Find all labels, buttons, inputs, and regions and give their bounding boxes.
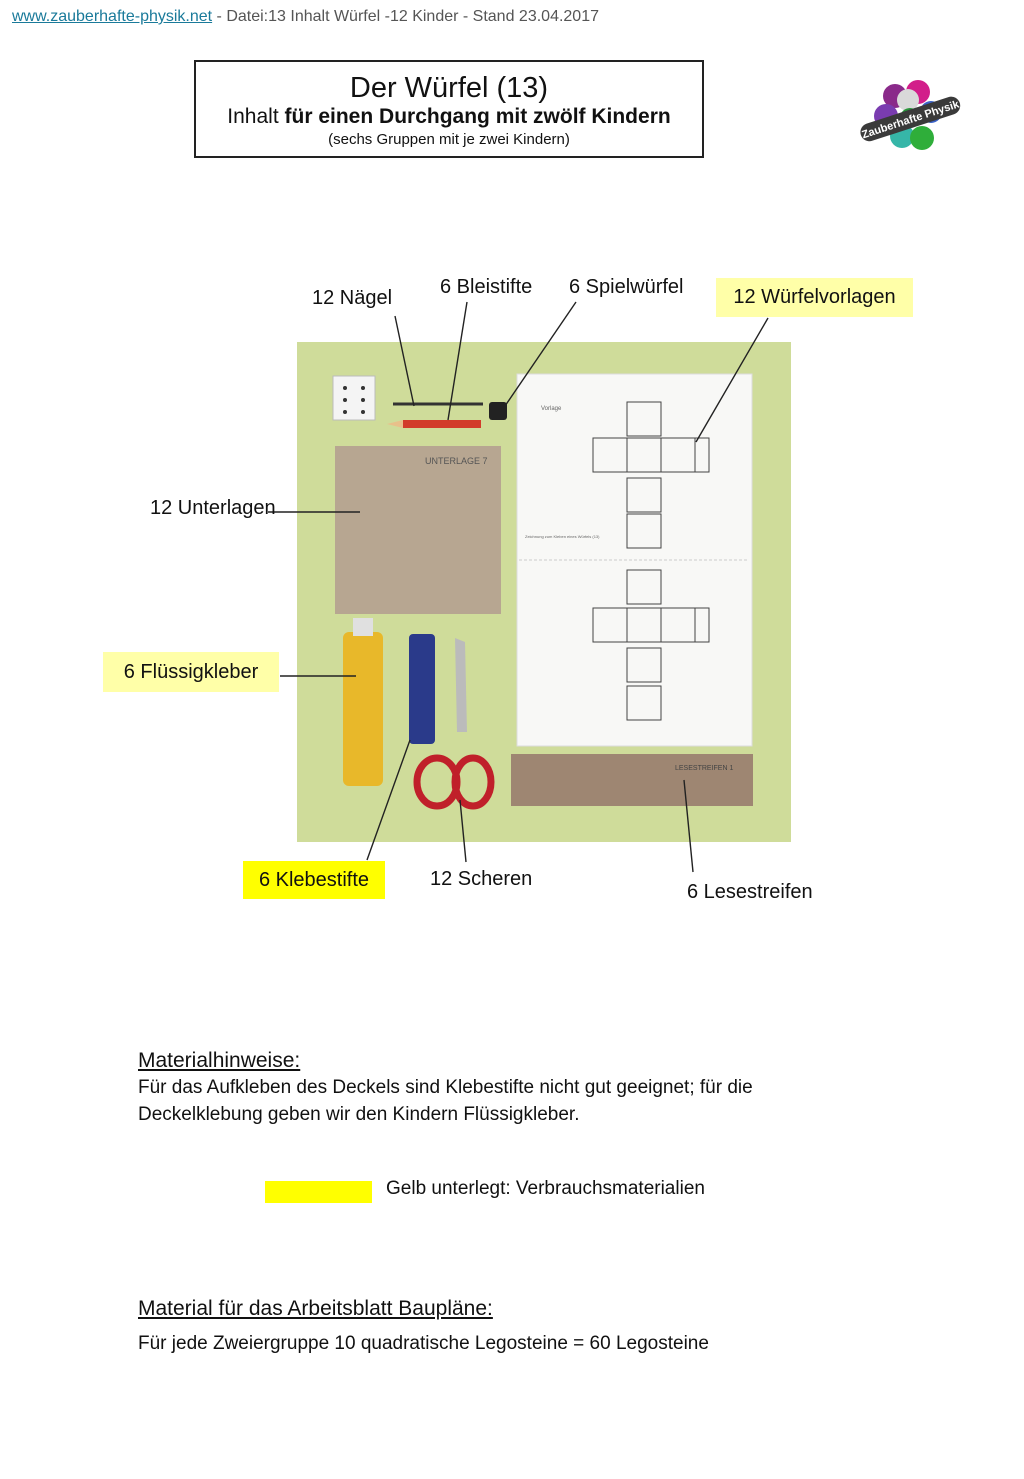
leader-lines [268,301,769,873]
file-meta: - Datei:13 Inhalt Würfel -12 Kinder - St… [212,8,599,25]
label-naegel: 12 Nägel [312,287,393,309]
legend-swatch [265,1181,372,1203]
notes-line-1: Für das Aufkleben des Deckels sind Klebe… [138,1077,753,1098]
page-header: www.zauberhafte-physik.net - Datei:13 In… [12,8,599,26]
page-subtitle-small: (sechs Gruppen mit je zwei Kindern) [328,131,570,148]
legend-text: Gelb unterlegt: Verbrauchsmaterialien [386,1178,705,1199]
leader-lesestreifen [683,779,694,873]
cube-net-top [592,401,710,549]
label-unterlagen: 12 Unterlagen [150,497,276,519]
template-label: Vorlage [541,406,562,412]
leader-spielwuerfel [504,301,577,407]
game-dice [489,402,507,420]
material-heading: Material für das Arbeitsblatt Baupläne: [138,1297,493,1320]
label-klebestifte: 6 Klebestifte [243,861,385,899]
page-subtitle: Inhalt für einen Durchgang mit zwölf Kin… [227,105,671,128]
reading-strip [511,754,753,806]
leader-scheren [459,799,467,863]
label-scheren: 12 Scheren [430,868,533,890]
paper-dice [332,375,376,421]
label-wuerfelvorlagen: 12 Würfelvorlagen [716,278,913,317]
leader-wuerfelvorlagen [695,317,769,443]
page-title: Der Würfel (13) [349,72,549,104]
cardboard-pad [335,446,501,614]
label-lesestreifen: 6 Lesestreifen [687,881,813,903]
leader-naegel [394,315,415,407]
glue-tube-cap [353,618,373,636]
website-link[interactable]: www.zauberhafte-physik.net [12,8,213,25]
reading-strip-label: LESESTREIFEN 1 [675,765,733,772]
pencil-tip [387,420,403,428]
notes-line-2: Deckelklebung geben wir den Kindern Flüs… [138,1104,580,1125]
materials-photo: Vorlage Zeichnung zum Kleben eines Würfe… [297,342,791,842]
scissors-blade [455,638,467,732]
label-spielwuerfel: 6 Spielwürfel [569,276,684,298]
material-text: Für jede Zweiergruppe 10 quadratische Le… [138,1333,709,1354]
leader-klebestifte [366,739,411,861]
label-bleistifte: 6 Bleistifte [440,276,533,298]
label-fluessigkleber: 6 Flüssigkleber [103,652,279,692]
glue-tube [343,632,383,786]
scissors-handle-right [451,754,495,810]
notes-heading: Materialhinweise: [138,1049,301,1072]
zauberhafte-physik-logo: Zauberhafte Physik [860,80,962,150]
pencil [403,420,481,428]
glue-stick [409,634,435,744]
leader-bleistifte [447,301,468,421]
cube-net-bottom [592,569,710,721]
template-caption: Zeichnung zum Kleben eines Würfels (13) [525,534,600,539]
pad-label: UNTERLAGE 7 [425,456,488,466]
title-box: Der Würfel (13) Inhalt für einen Durchga… [194,60,704,158]
